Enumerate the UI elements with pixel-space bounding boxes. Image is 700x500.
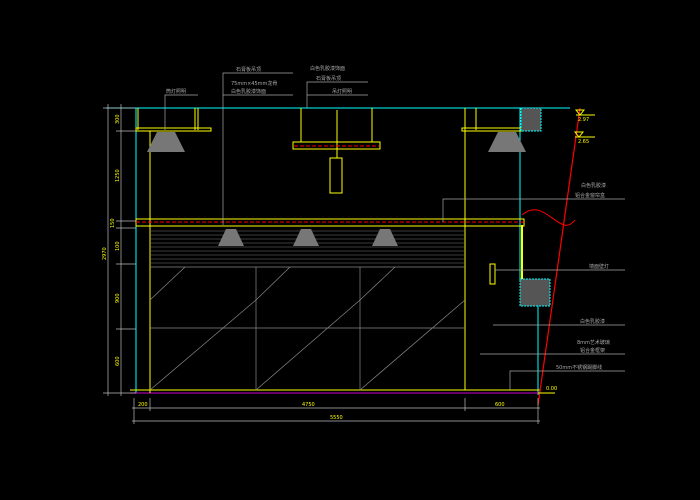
annotation: 75mm×45mm龙骨: [231, 80, 277, 87]
annotation: 8mm艺术玻璃: [577, 339, 610, 346]
dim-label: 2970: [102, 247, 108, 260]
annotation: 铝合金框架: [580, 347, 605, 354]
downlight-icon: [488, 132, 526, 152]
wall-lamp-icon: [489, 263, 496, 285]
dim-label: 600: [115, 356, 121, 366]
annotation: 白色乳胶漆饰面: [310, 65, 345, 72]
dimension-lines: [103, 104, 540, 424]
break-symbol: [521, 209, 576, 226]
section-break-line: [537, 107, 581, 406]
vertical-dimension-labels: 300 1250 150 100 900 600 2970: [102, 114, 121, 366]
annotation: 白色乳胶漆: [580, 318, 605, 325]
concrete-beam: [520, 107, 542, 132]
annotation: 筒灯照明: [166, 88, 186, 95]
dim-label: 900: [115, 293, 121, 303]
dim-label: 600: [495, 402, 505, 408]
spotlight-icon: [293, 229, 319, 246]
annotation: 石膏板吊顶: [316, 75, 341, 82]
downlight-icon: [147, 132, 185, 152]
dim-label: 300: [115, 114, 121, 124]
dim-label: 5550: [330, 415, 343, 421]
annotation: 铝合金窗帘盒: [575, 192, 605, 199]
annotation: 石膏板吊顶: [236, 66, 261, 73]
level-label: 2.97: [578, 117, 589, 123]
annotation: 白色乳胶漆饰面: [231, 88, 266, 95]
dim-label: 100: [115, 241, 121, 251]
dim-label: 200: [138, 402, 148, 408]
dim-label: 4750: [302, 402, 315, 408]
level-label: 2.65: [578, 139, 589, 145]
annotation: 吊灯照明: [332, 88, 352, 95]
spotlight-icon: [372, 229, 398, 246]
spotlight-icon: [218, 229, 244, 246]
leader-lines: [164, 72, 625, 390]
left-ceiling-box: [135, 108, 212, 393]
glass-panels: [149, 266, 466, 391]
wall-section: [519, 278, 551, 307]
dim-label: 150: [110, 218, 116, 228]
annotation: 墙面壁灯: [589, 263, 609, 270]
horizontal-dimension-labels: 200 4750 600 5550: [138, 402, 505, 421]
annotation: 白色乳胶漆: [581, 182, 606, 189]
level-label: 0.00: [546, 386, 557, 392]
level-markers: [538, 109, 595, 394]
pendant-light: [292, 108, 381, 194]
annotation: 50mm不锈钢踢脚线: [556, 364, 602, 371]
dim-label: 1250: [115, 169, 121, 182]
